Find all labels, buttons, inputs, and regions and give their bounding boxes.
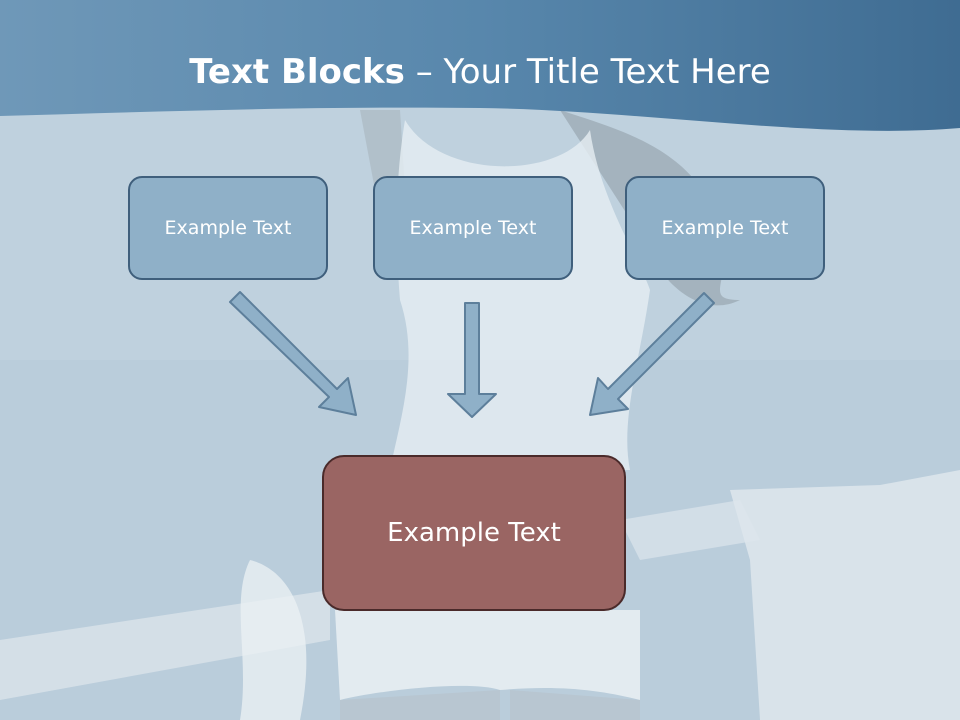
title-rest: – Your Title Text Here <box>404 52 771 92</box>
text-block-left[interactable]: Example Text <box>128 176 328 280</box>
header-band <box>0 0 960 131</box>
text-block-main[interactable]: Example Text <box>322 455 626 611</box>
text-block-center[interactable]: Example Text <box>373 176 573 280</box>
arrow-left-icon <box>229 291 357 416</box>
slide-title: Text Blocks – Your Title Text Here <box>0 52 960 92</box>
title-bold: Text Blocks <box>189 52 405 92</box>
arrow-center-icon <box>447 302 497 418</box>
text-block-right[interactable]: Example Text <box>625 176 825 280</box>
arrow-right-icon <box>589 292 715 416</box>
